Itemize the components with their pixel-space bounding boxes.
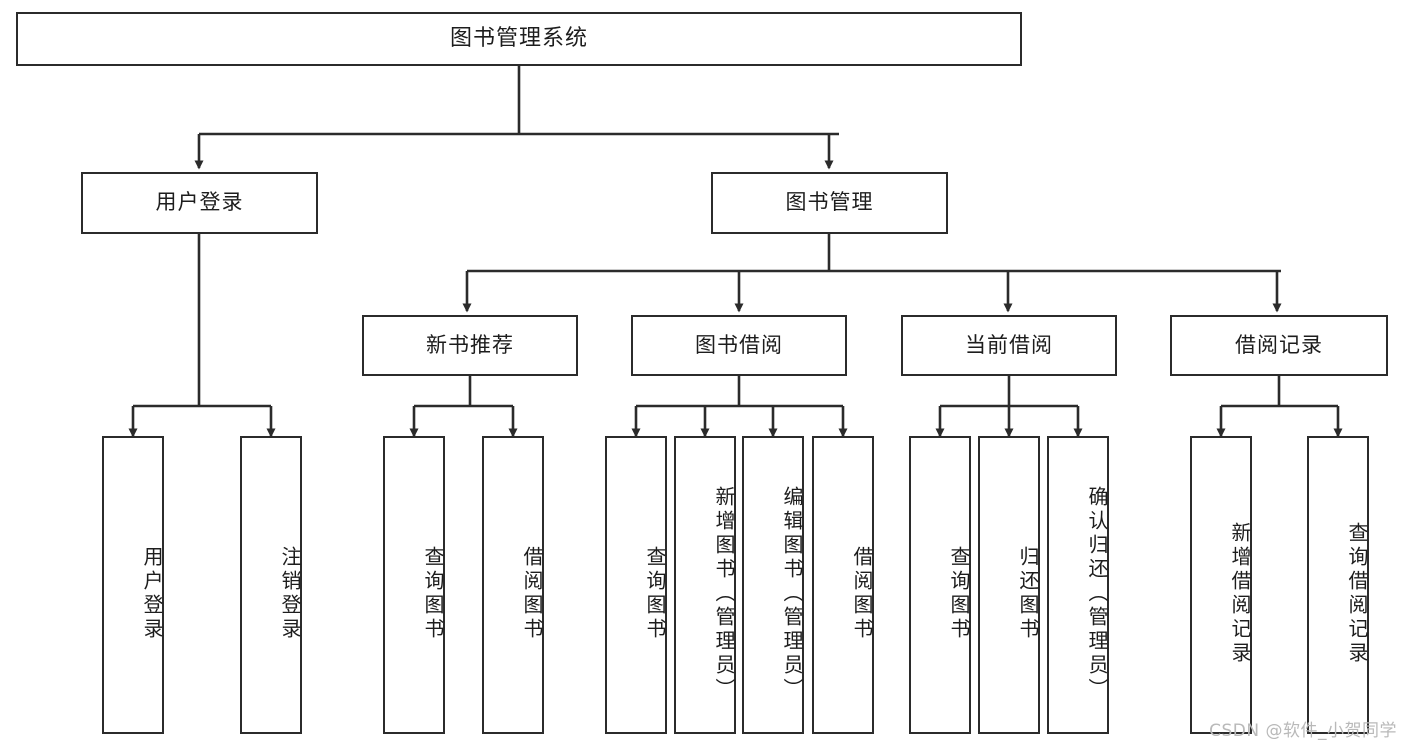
node-label: 图书借阅: [695, 332, 783, 357]
leaf-current-borrow-confirm-return-admin[interactable]: 确认归还（管理员）: [1047, 436, 1109, 734]
node-borrow-record[interactable]: 借阅记录: [1170, 315, 1388, 376]
node-current-borrow[interactable]: 当前借阅: [901, 315, 1117, 376]
leaf-user-login-login[interactable]: 用户登录: [102, 436, 164, 734]
leaf-book-borrow-query-book[interactable]: 查询图书: [605, 436, 667, 734]
node-label: 用户登录: [155, 190, 244, 215]
node-label: 查询图书: [421, 546, 445, 642]
node-label: 新增图书（管理员）: [712, 486, 736, 702]
node-label: 新书推荐: [426, 332, 514, 357]
node-label: 当前借阅: [965, 332, 1053, 357]
node-label: 新增借阅记录: [1228, 522, 1252, 666]
node-label: 图书管理系统: [449, 25, 588, 51]
csdn-watermark: CSDN @软件_小贺同学: [1209, 721, 1397, 741]
leaf-current-borrow-return-book[interactable]: 归还图书: [978, 436, 1040, 734]
node-label: 注销登录: [278, 546, 302, 642]
leaf-current-borrow-query-book[interactable]: 查询图书: [909, 436, 971, 734]
node-book-management[interactable]: 图书管理: [711, 172, 948, 234]
node-label: 用户登录: [140, 546, 164, 642]
node-label: 查询图书: [947, 546, 971, 642]
node-label: 借阅图书: [520, 546, 544, 642]
leaf-new-book-borrow-book[interactable]: 借阅图书: [482, 436, 544, 734]
node-label: 查询图书: [643, 546, 667, 642]
node-label: 确认归还（管理员）: [1085, 486, 1109, 702]
node-root-book-management-system[interactable]: 图书管理系统: [16, 12, 1022, 66]
leaf-book-borrow-edit-book-admin[interactable]: 编辑图书（管理员）: [742, 436, 804, 734]
node-user-login[interactable]: 用户登录: [81, 172, 318, 234]
node-book-borrow[interactable]: 图书借阅: [631, 315, 847, 376]
leaf-user-login-logout[interactable]: 注销登录: [240, 436, 302, 734]
node-label: 借阅记录: [1235, 332, 1323, 357]
leaf-book-borrow-add-book-admin[interactable]: 新增图书（管理员）: [674, 436, 736, 734]
leaf-borrow-record-add-record[interactable]: 新增借阅记录: [1190, 436, 1252, 734]
leaf-new-book-query-book[interactable]: 查询图书: [383, 436, 445, 734]
node-label: 归还图书: [1016, 546, 1040, 642]
node-label: 编辑图书（管理员）: [780, 486, 804, 702]
node-label: 查询借阅记录: [1345, 522, 1369, 666]
node-label: 图书管理: [785, 190, 874, 215]
leaf-borrow-record-query-record[interactable]: 查询借阅记录: [1307, 436, 1369, 734]
node-label: 借阅图书: [850, 546, 874, 642]
leaf-book-borrow-borrow-book[interactable]: 借阅图书: [812, 436, 874, 734]
node-new-book-recommend[interactable]: 新书推荐: [362, 315, 578, 376]
